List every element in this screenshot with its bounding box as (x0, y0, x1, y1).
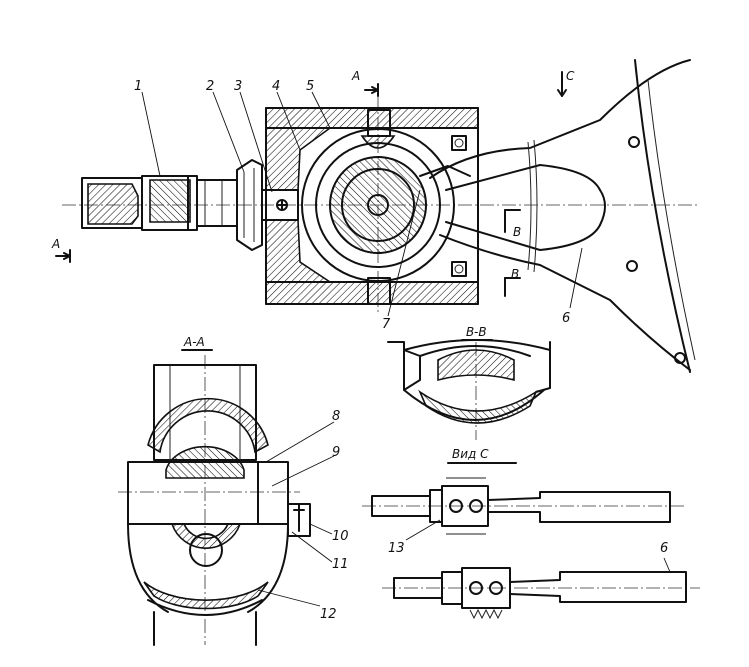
callout-9: 9 (332, 445, 340, 460)
callout-11: 11 (332, 557, 349, 572)
callout-3: 3 (234, 79, 242, 94)
callout-1: 1 (134, 79, 142, 94)
callout-10: 10 (332, 529, 349, 544)
housing-part-4-5 (265, 107, 479, 305)
section-mark-a-left: A (51, 237, 60, 251)
callout-4: 4 (272, 79, 280, 94)
section-bb-view: B-B (387, 325, 551, 440)
lock-nut-part-2 (236, 159, 263, 251)
section-aa-view: A-A 8 9 10 11 12 (118, 335, 349, 646)
leader-lines-main (141, 91, 583, 317)
section-mark-a-top: A (351, 69, 360, 83)
view-mark-c: C (566, 69, 575, 83)
section-markers (55, 71, 567, 297)
main-view: 1 2 3 4 5 7 6 A A B B C (51, 59, 700, 373)
view-c-title: Вид С (452, 447, 489, 461)
section-bb-title: B-B (466, 325, 487, 339)
section-mark-b-upper: B (513, 225, 521, 239)
handle-part-1 (81, 175, 238, 231)
callout-2: 2 (206, 79, 214, 94)
cam-part-7 (301, 128, 471, 282)
callout-13: 13 (388, 541, 405, 556)
callout-8: 8 (332, 409, 340, 424)
callout-12: 12 (320, 607, 337, 622)
callout-6-view-c: 6 (660, 541, 668, 556)
lever-arm-part-6 (429, 59, 696, 373)
view-c: Вид С 13 6 (362, 447, 700, 620)
callout-5: 5 (306, 79, 314, 94)
callout-6-main: 6 (562, 311, 570, 326)
callout-7: 7 (382, 317, 391, 332)
section-aa-title: A-A (183, 335, 205, 349)
section-mark-b-lower: B (511, 267, 519, 281)
